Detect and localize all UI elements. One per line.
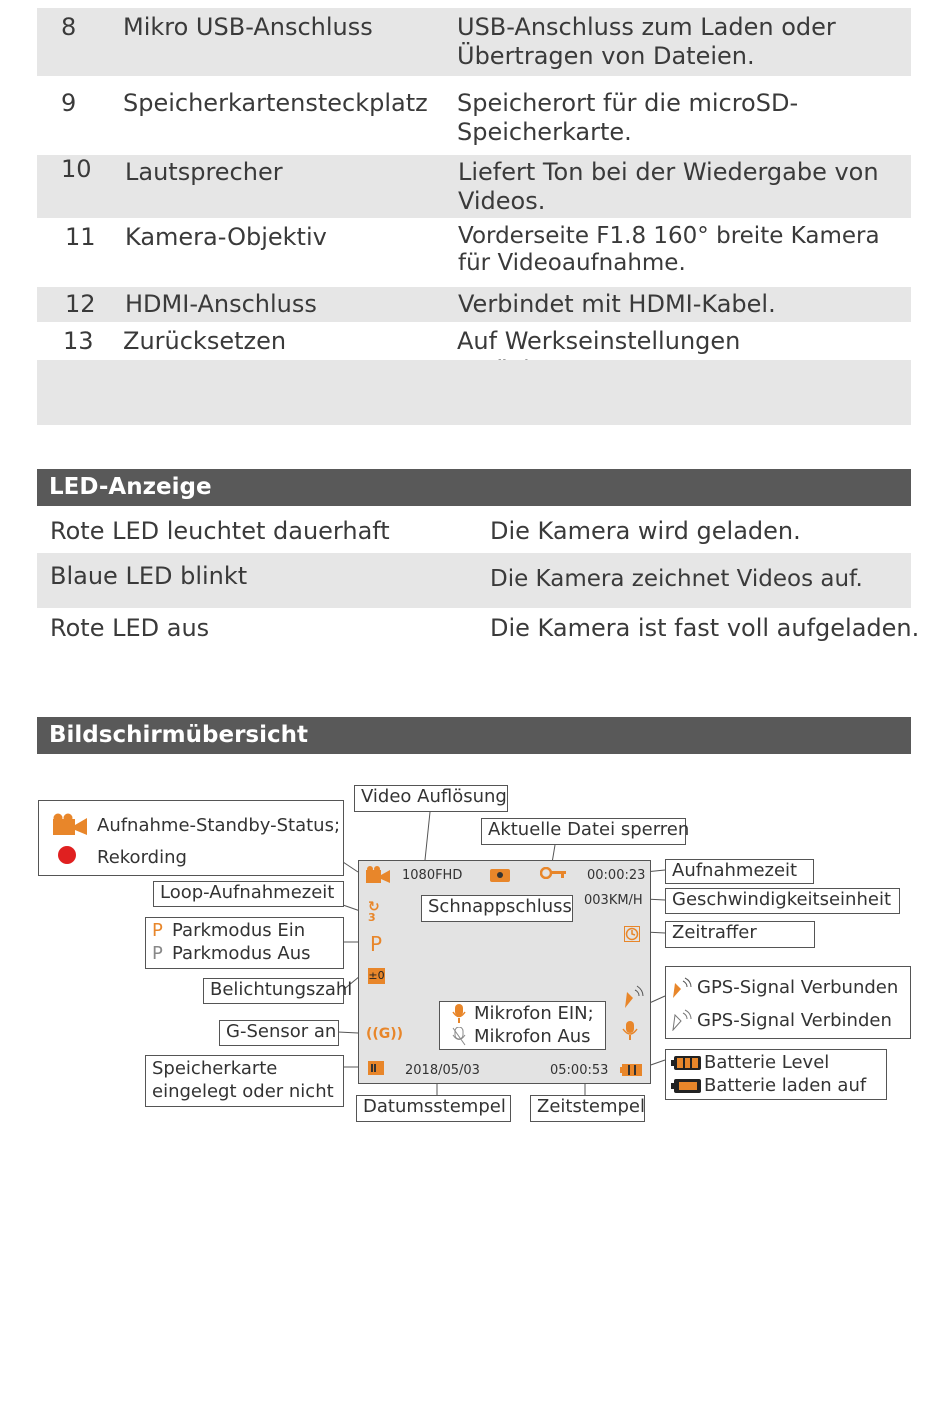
row-number: 9 xyxy=(61,89,77,117)
sd-card-callout: Speicherkarte eingelegt oder nicht xyxy=(145,1055,344,1107)
park-on-icon: P xyxy=(152,920,163,941)
row-name: Mikro USB-Anschluss xyxy=(123,13,373,41)
row-number: 8 xyxy=(61,13,77,41)
sd-card-icon xyxy=(368,1061,384,1075)
park-off-icon: P xyxy=(152,943,163,964)
microphone-callout: Mikrofon EIN; Mikrofon Aus xyxy=(439,1001,606,1050)
table-row xyxy=(37,360,911,425)
row-number: 12 xyxy=(65,290,96,318)
table-row: 11 Kamera-Objektiv Vorderseite F1.8 160°… xyxy=(37,220,911,284)
row-number: 11 xyxy=(65,223,96,251)
row-name: HDMI-Anschluss xyxy=(125,290,317,318)
mic-off-icon xyxy=(452,1027,466,1046)
table-row: 8 Mikro USB-Anschluss USB-Anschluss zum … xyxy=(37,8,911,76)
record-dot-icon xyxy=(58,846,76,864)
speed-readout: 003KM/H xyxy=(584,893,643,908)
battery-charging-icon xyxy=(671,1079,701,1093)
battery-icon xyxy=(620,1064,642,1076)
row-description: Vorderseite F1.8 160° breite Kamera für … xyxy=(458,223,880,276)
snapshot-camera-icon xyxy=(490,869,510,882)
battery-callout: Batterie Level Batterie laden auf xyxy=(665,1049,887,1100)
led-meaning: Die Kamera ist fast voll aufgeladen. xyxy=(490,614,920,642)
mic-on-label: Mikrofon EIN; xyxy=(474,1003,594,1024)
mic-off-label: Mikrofon Aus xyxy=(474,1026,591,1047)
standby-status-callout: Aufnahme-Standby-Status; Rekording xyxy=(38,800,344,876)
lock-file-callout: Aktuelle Datei sperren xyxy=(481,818,689,845)
row-name: Zurücksetzen xyxy=(123,327,287,355)
led-meaning: Die Kamera zeichnet Videos auf. xyxy=(490,566,863,592)
time-readout: 05:00:53 xyxy=(550,1063,609,1078)
led-section-header: LED-Anzeige xyxy=(37,469,911,506)
park-on-label: Parkmodus Ein xyxy=(172,920,306,941)
row-number: 10 xyxy=(61,155,92,183)
record-time-readout: 00:00:23 xyxy=(587,868,646,883)
gps-callout: GPS-Signal Verbunden GPS-Signal Verbinde… xyxy=(665,966,911,1039)
record-time-callout: Aufnahmezeit xyxy=(665,859,814,884)
resolution-readout: 1080FHD xyxy=(402,868,463,883)
led-meaning: Die Kamera wird geladen. xyxy=(490,517,801,545)
led-state: Blaue LED blinkt xyxy=(50,562,248,590)
battery-level-icon xyxy=(671,1056,701,1070)
video-camera-icon xyxy=(366,866,390,883)
time-stamp-callout: Zeitstempel xyxy=(530,1095,645,1122)
led-state: Rote LED aus xyxy=(50,614,210,642)
loop-value: 3 xyxy=(368,911,376,924)
park-off-label: Parkmodus Aus xyxy=(172,943,311,964)
exposure-icon: ±0 xyxy=(368,968,385,984)
date-stamp-callout: Datumsstempel xyxy=(356,1095,511,1122)
led-row-shade xyxy=(37,553,911,608)
camera-screen: 1080FHD 00:00:23 003KM/H ↻ 3 P ±0 ((G)) … xyxy=(358,860,651,1084)
exposure-callout: Belichtungszahl xyxy=(203,978,352,1004)
video-camera-icon xyxy=(53,813,87,835)
key-lock-icon xyxy=(540,867,566,879)
row-number: 13 xyxy=(63,327,94,355)
battery-charge-label: Batterie laden auf xyxy=(704,1075,867,1096)
table-row: 9 Speicherkartensteckplatz Speicherort f… xyxy=(37,84,911,152)
table-row: 12 HDMI-Anschluss Verbindet mit HDMI-Kab… xyxy=(37,287,911,322)
gps-antenna-icon xyxy=(625,985,644,1008)
table-row: 13 Zurücksetzen Auf Werkseinstellungen z… xyxy=(37,324,911,384)
loop-time-callout: Loop-Aufnahmezeit xyxy=(153,881,344,907)
mic-on-icon xyxy=(452,1004,466,1023)
row-description: Liefert Ton bei der Wiedergabe von Video… xyxy=(458,158,879,215)
row-name: Speicherkartensteckplatz xyxy=(123,89,428,117)
row-description: Verbindet mit HDMI-Kabel. xyxy=(458,290,776,318)
date-readout: 2018/05/03 xyxy=(405,1063,480,1078)
gps-connecting-label: GPS-Signal Verbinden xyxy=(697,1010,892,1031)
standby-label: Aufnahme-Standby-Status; xyxy=(97,815,341,836)
timelapse-callout: Zeitraffer xyxy=(665,921,815,948)
led-state: Rote LED leuchtet dauerhaft xyxy=(50,517,390,545)
g-sensor-callout: G-Sensor an xyxy=(219,1020,339,1046)
table-row: 10 Lautsprecher Liefert Ton bei der Wied… xyxy=(37,155,911,218)
video-resolution-callout: Video Auflösung xyxy=(354,785,508,812)
row-name: Lautsprecher xyxy=(125,158,283,186)
row-name: Kamera-Objektiv xyxy=(125,223,327,251)
recording-label: Rekording xyxy=(97,847,187,868)
park-mode-letter: P xyxy=(370,932,383,956)
row-description: USB-Anschluss zum Laden oder Übertragen … xyxy=(457,13,836,70)
gps-connected-icon xyxy=(673,977,692,998)
battery-level-label: Batterie Level xyxy=(704,1052,830,1073)
microphone-icon xyxy=(622,1021,638,1040)
gps-connected-label: GPS-Signal Verbunden xyxy=(697,977,899,998)
speed-unit-callout: Geschwindigkeitseinheit xyxy=(665,888,900,914)
park-mode-callout: P Parkmodus Ein P Parkmodus Aus xyxy=(145,917,344,969)
gps-connecting-icon xyxy=(672,1009,692,1031)
screen-section-header: Bildschirmübersicht xyxy=(37,717,911,754)
clock-icon xyxy=(624,926,640,942)
snapshot-callout: Schnappschluss xyxy=(421,895,573,922)
loop-icon: ↻ xyxy=(368,899,380,915)
row-description: Speicherort für die microSD-Speicherkart… xyxy=(457,89,799,146)
g-sensor-icon: ((G)) xyxy=(366,1026,404,1042)
